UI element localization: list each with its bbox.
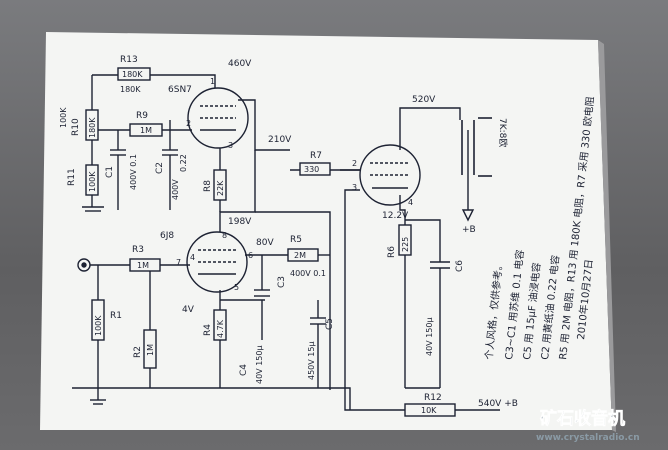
- pin-label: 7: [176, 258, 181, 267]
- value-r2-box: 1M: [146, 344, 155, 356]
- pin-label: 5: [234, 283, 239, 292]
- label-ot-ratio: 7K:8欧: [497, 118, 509, 147]
- tube-output: [359, 144, 421, 206]
- value-r13-box: 180K: [122, 70, 143, 79]
- pin-label: 6: [248, 251, 253, 260]
- value-r5-box: 2M: [294, 251, 306, 260]
- label-r4: R4: [203, 324, 213, 336]
- value-r1-box: 100K: [94, 315, 103, 336]
- label-198v: 198V: [228, 217, 252, 227]
- value-r10-box: 180K: [88, 117, 97, 138]
- value-r6-box: 225: [401, 237, 410, 252]
- value-r11-box: 100K: [88, 171, 97, 192]
- tube-6sn7: [187, 87, 249, 149]
- value-r13: 180K: [120, 85, 141, 94]
- value-c2: 0.22: [179, 154, 188, 172]
- label-r9: R9: [136, 111, 148, 121]
- pin-label: 2: [352, 159, 357, 168]
- label-c2: C2: [155, 162, 165, 174]
- label-c5: C5: [325, 318, 335, 330]
- label-520v: 520V: [412, 95, 436, 105]
- resistor-r1: [91, 299, 105, 341]
- label-4v: 4V: [182, 305, 195, 315]
- pin-label: 2: [186, 119, 191, 128]
- value-r8-box: 22K: [216, 180, 225, 196]
- watermark-url: www.crystalradio.cn: [536, 433, 640, 443]
- resistor-r10: [85, 109, 99, 141]
- pin-label: 4: [190, 253, 195, 262]
- label-tube-6j8: 6J8: [160, 231, 174, 241]
- resistor-r12: [404, 403, 456, 417]
- resistor-r13: [117, 67, 151, 81]
- value-r9-box: 1M: [140, 126, 152, 135]
- label-tube-6sn7: 6SN7: [168, 85, 192, 95]
- label-r10: R10: [71, 118, 81, 136]
- paper: [40, 32, 612, 430]
- label-r7: R7: [310, 151, 322, 161]
- resistor-r6: [398, 224, 412, 256]
- label-c4: C4: [239, 364, 249, 376]
- value-r4-box: 4.7K: [216, 319, 225, 338]
- label-r5: R5: [290, 235, 302, 245]
- value-c1: 400V 0.1: [129, 154, 138, 190]
- label-c3: C3: [277, 276, 287, 288]
- pin-label: 4: [408, 198, 413, 207]
- pin-label: 8: [222, 231, 227, 240]
- resistor-r11: [85, 164, 99, 196]
- resistor-r3: [129, 258, 161, 272]
- value-c5: 450V 15μ: [307, 341, 316, 380]
- pin-label: 1: [210, 77, 215, 86]
- label-c1: C1: [105, 166, 115, 178]
- resistor-r9: [129, 123, 163, 137]
- input-jack: [77, 258, 91, 272]
- paper-shadow: [598, 40, 616, 432]
- label-r11: R11: [67, 168, 77, 186]
- label-r1: R1: [110, 311, 122, 321]
- resistor-r5: [287, 248, 319, 262]
- label-r12: R12: [424, 393, 442, 403]
- label-210v: 210V: [268, 135, 292, 145]
- tube-6j8: [186, 231, 248, 293]
- resistor-r2: [143, 329, 157, 369]
- label-r6: R6: [387, 246, 397, 258]
- label-plus-b: +B: [462, 225, 476, 235]
- label-r13: R13: [120, 55, 138, 65]
- label-c6: C6: [455, 260, 465, 272]
- output-transformer: [461, 117, 492, 177]
- value-c6: 40V 150μ: [425, 317, 434, 356]
- circuit-wires: [72, 74, 500, 411]
- value-c4: 40V 150μ: [255, 345, 264, 384]
- value-r3-box: 1M: [137, 261, 149, 270]
- resistor-r7: [299, 162, 331, 176]
- label-r3: R3: [132, 245, 144, 255]
- watermark: 矿石收音机 www.crystalradio.cn: [536, 408, 640, 443]
- value-r7-box: 330: [304, 165, 319, 174]
- label-r8: R8: [203, 180, 213, 192]
- label-12v: 12.2V: [382, 211, 409, 221]
- resistor-r4: [213, 309, 227, 341]
- value-r12-box: 10K: [421, 406, 437, 415]
- value-c2-volt: 400V: [171, 179, 180, 200]
- resistor-r8: [213, 169, 227, 201]
- watermark-title: 矿石收音机: [540, 408, 625, 429]
- label-540v-b: 540V +B: [478, 399, 518, 409]
- resistor-boxes: [85, 67, 456, 417]
- value-r10-side: 100K: [59, 107, 68, 128]
- pin-label: 3: [352, 183, 357, 192]
- label-460v: 460V: [228, 59, 252, 69]
- label-80v: 80V: [256, 238, 274, 248]
- value-c3: 400V 0.1: [290, 269, 326, 278]
- label-r2: R2: [133, 346, 143, 358]
- pin-label: 3: [228, 141, 233, 150]
